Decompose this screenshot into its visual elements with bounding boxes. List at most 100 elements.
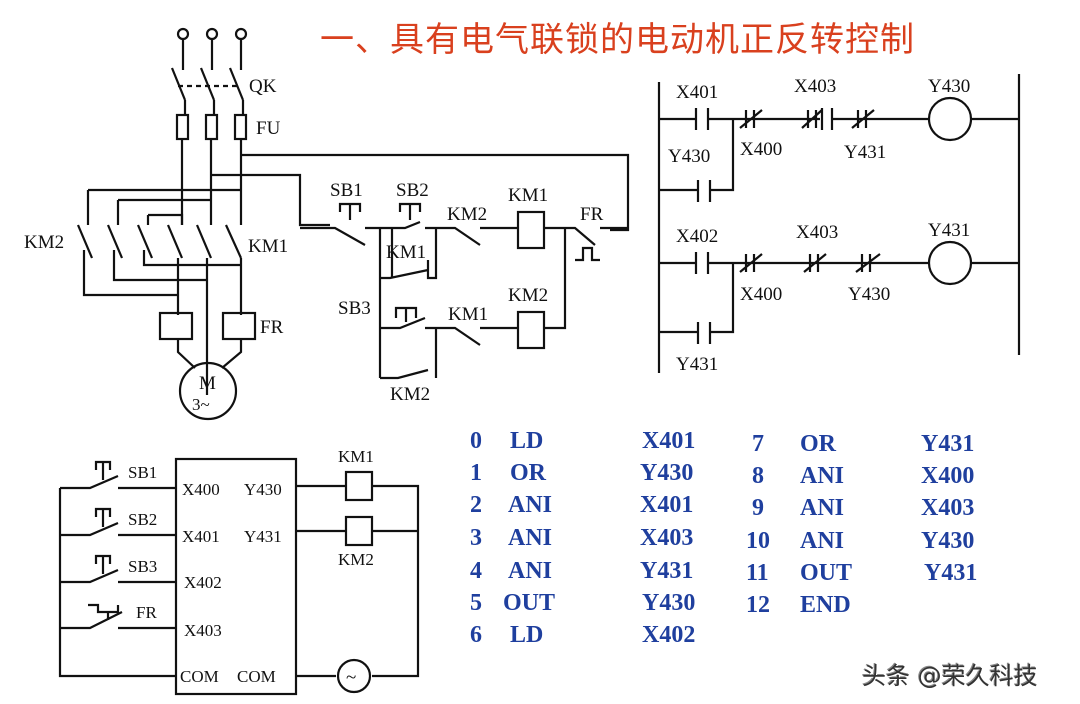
rung2-x403-label: X403 <box>796 222 838 243</box>
opcode: LD <box>510 622 544 648</box>
thermal-relay-1 <box>158 311 194 341</box>
plc-x401-label: X401 <box>182 527 220 546</box>
plc-km2-coil <box>344 515 374 547</box>
opcode: ANI <box>800 528 845 554</box>
plc-com-left-label: COM <box>180 667 219 686</box>
km2-coil-label: KM2 <box>508 285 548 306</box>
operand: Y430 <box>921 528 975 554</box>
step-number: 2 <box>470 492 482 518</box>
plc-x402-label: X402 <box>184 573 222 592</box>
plc-km1-label: KM1 <box>338 447 374 466</box>
plc-km2-label: KM2 <box>338 550 374 569</box>
operand: X401 <box>642 428 696 454</box>
main-power-circuit: QK FU KM2 KM1 FR M 3~ <box>24 27 630 421</box>
operand: Y431 <box>921 431 975 457</box>
motor-phase-label: 3~ <box>192 395 210 414</box>
step-number: 11 <box>746 560 769 586</box>
terminal-l2 <box>205 27 219 41</box>
fuse-2 <box>204 113 219 141</box>
rung1-x403-label: X403 <box>794 76 836 97</box>
opcode: OR <box>510 460 546 486</box>
opcode: LD <box>510 428 544 454</box>
rung1-x400-label: X400 <box>740 139 782 160</box>
sb2-label: SB2 <box>396 180 429 201</box>
plc-km1-coil <box>344 470 374 502</box>
km1-coil-label: KM1 <box>508 185 548 206</box>
plc-com-right-label: COM <box>237 667 276 686</box>
operand: X400 <box>921 463 975 489</box>
step-number: 4 <box>470 558 482 584</box>
rung2-y431-parallel-label: Y431 <box>676 354 718 375</box>
rung1-x401-label: X401 <box>676 82 718 103</box>
thermal-relay-2 <box>221 311 257 341</box>
km2-nc-label: KM2 <box>447 204 487 225</box>
step-number: 3 <box>470 525 482 551</box>
km2-label: KM2 <box>24 232 64 253</box>
rung2-y430-label: Y430 <box>848 284 890 305</box>
opcode: OR <box>800 431 836 457</box>
opcode: OUT <box>800 560 853 586</box>
km2-aux-label: KM2 <box>390 384 430 405</box>
step-number: 8 <box>752 463 764 489</box>
plc-sb1-label: SB1 <box>128 463 157 482</box>
step-number: 12 <box>746 592 770 618</box>
rung2-x402-label: X402 <box>676 226 718 247</box>
rung1-y431-label: Y431 <box>844 142 886 163</box>
step-number: 5 <box>470 590 482 616</box>
plc-y431-label: Y431 <box>244 527 282 546</box>
sb1-label: SB1 <box>330 180 363 201</box>
km2-coil <box>516 310 546 350</box>
plc-sb2-label: SB2 <box>128 510 157 529</box>
motor-icon <box>178 361 238 421</box>
km1-label: KM1 <box>248 236 288 257</box>
sb3-label: SB3 <box>338 298 371 319</box>
step-number: 6 <box>470 622 482 648</box>
km1-coil <box>516 210 546 250</box>
plc-sb3-label: SB3 <box>128 557 157 576</box>
km1-aux-label: KM1 <box>386 242 426 263</box>
page-title: 一、具有电气联锁的电动机正反转控制 <box>320 20 915 60</box>
step-number: 9 <box>752 495 764 521</box>
step-number: 10 <box>746 528 770 554</box>
fuse-1 <box>175 113 190 141</box>
operand: Y430 <box>642 590 696 616</box>
motor-label: M <box>199 373 216 394</box>
operand: X402 <box>642 622 696 648</box>
opcode: OUT <box>503 590 556 616</box>
opcode: ANI <box>508 525 553 551</box>
step-number: 7 <box>752 431 764 457</box>
terminal-l1 <box>176 27 190 41</box>
km1-nc-label: KM1 <box>448 304 488 325</box>
control-circuit: SB1 SB2 KM2 KM1 FR KM1 SB3 KM1 KM2 KM2 <box>300 180 628 405</box>
fr-main-label: FR <box>260 317 284 338</box>
operand: X403 <box>640 525 694 551</box>
plc-x400-label: X400 <box>182 480 220 499</box>
coil-y431 <box>927 240 973 286</box>
opcode: ANI <box>508 558 553 584</box>
rung2-coil-label: Y431 <box>928 220 970 241</box>
ac-source-symbol: ~ <box>346 667 356 688</box>
rung1-coil-label: Y430 <box>928 76 970 97</box>
opcode: ANI <box>800 463 845 489</box>
fr-control-label: FR <box>580 204 604 225</box>
terminal-l3 <box>234 27 248 41</box>
operand: Y430 <box>640 460 694 486</box>
plc-wiring-diagram: SB1 X400 SB2 X401 SB3 X402 FR X403 COM C… <box>58 447 420 696</box>
operand: Y431 <box>924 560 978 586</box>
step-number: 0 <box>470 428 482 454</box>
plc-y430-label: Y430 <box>244 480 282 499</box>
opcode: ANI <box>800 495 845 521</box>
operand: X403 <box>921 495 975 521</box>
ladder-diagram: X401 X400 X403 Y431 Y430 Y430 X402 X400 … <box>657 74 1021 375</box>
step-number: 1 <box>470 460 482 486</box>
plc-box <box>174 457 298 696</box>
ac-source-icon <box>336 658 372 694</box>
plc-fr-label: FR <box>136 603 157 622</box>
operand: X401 <box>640 492 694 518</box>
coil-y430 <box>927 96 973 142</box>
qk-label: QK <box>249 76 277 97</box>
plc-x403-label: X403 <box>184 621 222 640</box>
watermark: 头条 @荣久科技 <box>862 662 1038 690</box>
operand: Y431 <box>640 558 694 584</box>
